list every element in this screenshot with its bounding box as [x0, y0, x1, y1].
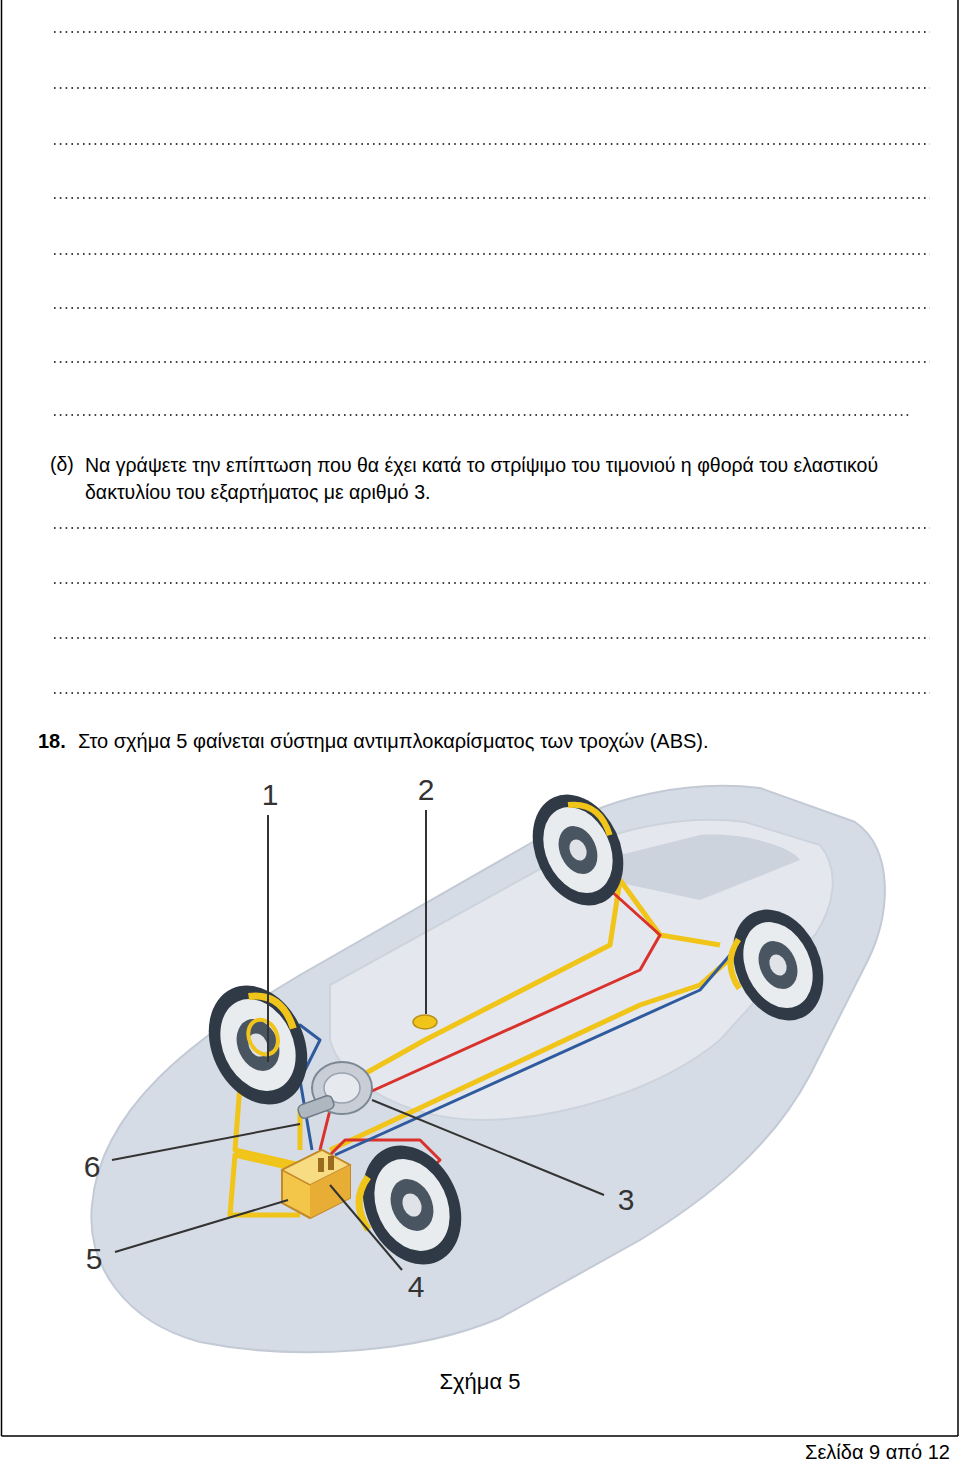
page-frame — [2, 0, 959, 1436]
callout-number: 4 — [404, 1268, 428, 1306]
control-unit — [413, 1015, 437, 1029]
car-body — [91, 786, 884, 1352]
wheel-front-left — [190, 969, 326, 1120]
callout-number: 3 — [614, 1181, 638, 1219]
brake-booster — [297, 1062, 372, 1120]
answer-lines — [54, 32, 930, 693]
page-number: Σελίδα 9 από 12 — [770, 1440, 950, 1463]
brake-lines — [230, 870, 760, 1215]
wheel-rear-right — [712, 895, 841, 1037]
hydraulic-unit — [282, 1150, 350, 1218]
figure-caption: Σχήμα 5 — [330, 1368, 630, 1396]
leader-lines — [112, 810, 604, 1270]
callout-number: 2 — [414, 771, 438, 809]
wheel-rear-left — [515, 780, 640, 921]
callout-number: 5 — [82, 1240, 106, 1278]
question-text: Να γράψετε την επίπτωση που θα έχει κατά… — [85, 452, 925, 506]
abs-illustration — [91, 780, 884, 1353]
callout-number: 1 — [258, 776, 282, 814]
question-number: 18. — [38, 729, 78, 754]
wheel-front-right — [340, 1129, 480, 1282]
question-text: Στο σχήμα 5 φαίνεται σύστημα αντιμπλοκαρ… — [78, 729, 938, 754]
question-letter: (δ) — [50, 452, 90, 476]
callout-number: 6 — [80, 1148, 104, 1186]
